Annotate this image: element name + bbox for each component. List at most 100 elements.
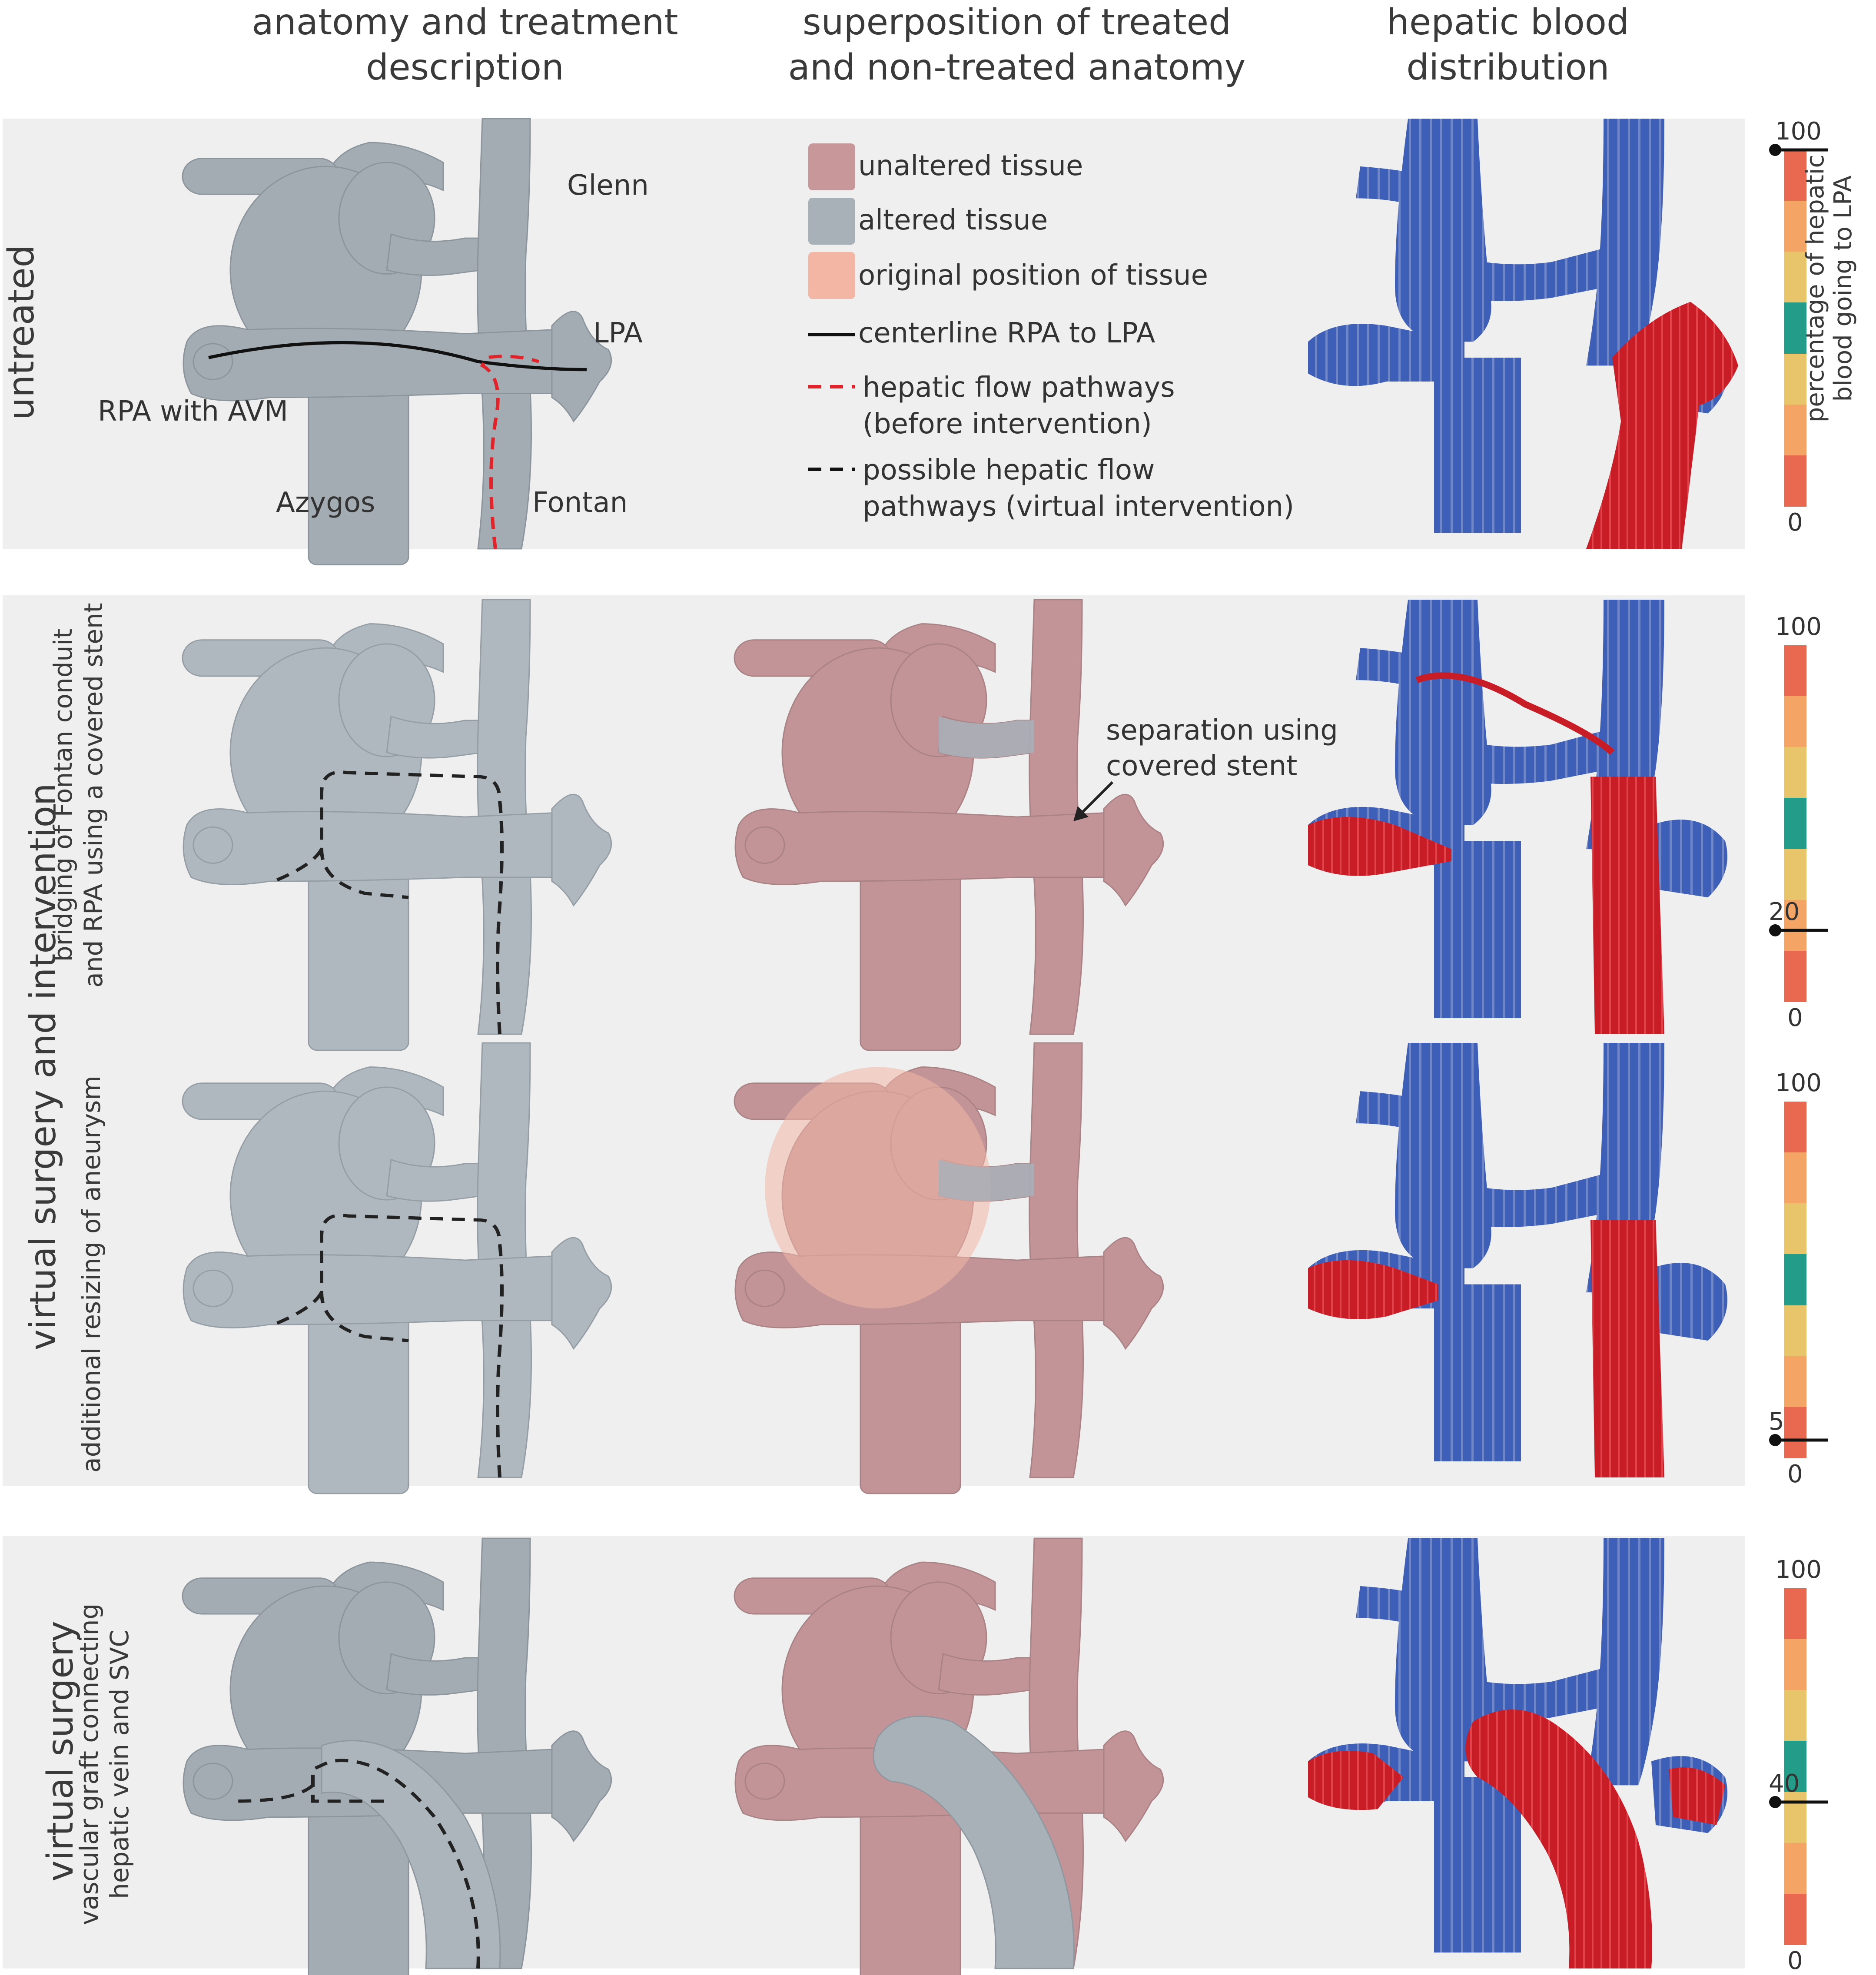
legend-swatch-original bbox=[808, 252, 855, 299]
scale-segment bbox=[1784, 696, 1806, 722]
column-header-anatomy: anatomy and treatment description bbox=[209, 0, 721, 90]
scale-segment bbox=[1784, 1178, 1806, 1204]
scale-segment bbox=[1784, 1280, 1806, 1306]
scale-segment bbox=[1784, 302, 1806, 329]
pathway-resizing bbox=[320, 1214, 504, 1478]
column-header-superposition: superposition of treated and non-treated… bbox=[760, 0, 1273, 90]
centerline-rpa-lpa bbox=[208, 341, 587, 372]
scale-segment bbox=[1784, 481, 1806, 507]
scale-marker bbox=[1769, 144, 1828, 156]
scale-marker-value: 5 bbox=[1769, 1407, 1784, 1436]
scale-segment bbox=[1784, 976, 1806, 1002]
legend-hepatic-before-line1: hepatic flow pathways bbox=[863, 372, 1175, 404]
scale-segment bbox=[1784, 1203, 1806, 1229]
annotation-stent: separation using covered stent bbox=[1106, 713, 1338, 784]
arrow-stent bbox=[1073, 781, 1114, 821]
scale-min: 0 bbox=[1787, 508, 1803, 537]
scale-min: 0 bbox=[1787, 1460, 1803, 1488]
scale-segment bbox=[1784, 1893, 1806, 1920]
column-header-distribution-line1: hepatic blood bbox=[1386, 2, 1630, 43]
scale-bar bbox=[1784, 150, 1806, 507]
altered-stent-bridging bbox=[939, 716, 1034, 758]
hepatic-pathway-before bbox=[480, 355, 540, 549]
scale-segment bbox=[1784, 328, 1806, 354]
scale-segment bbox=[1784, 430, 1806, 456]
flow-red-bridging bbox=[1590, 777, 1664, 1034]
scale-segment bbox=[1784, 1817, 1806, 1843]
row-label-bridging-line1: bridging of Fontan conduit bbox=[48, 628, 78, 962]
scale-segment bbox=[1784, 1639, 1806, 1665]
label-glenn: Glenn bbox=[567, 169, 649, 202]
annotation-stent-line2: covered stent bbox=[1106, 750, 1298, 782]
scale-segment bbox=[1784, 1254, 1806, 1280]
legend-hepatic-possible: possible hepatic flow pathways (virtual … bbox=[863, 452, 1294, 525]
original-aneurysm bbox=[765, 1067, 991, 1309]
scale-max: 100 bbox=[1775, 117, 1822, 146]
scale-segment bbox=[1784, 1741, 1806, 1767]
anatomy-graft bbox=[182, 1537, 612, 1975]
row-label-bridging-line2: and RPA using a covered stent bbox=[79, 603, 108, 988]
scale-segment bbox=[1784, 1690, 1806, 1716]
legend-swatch-unaltered bbox=[808, 143, 855, 190]
scale-segment bbox=[1784, 1868, 1806, 1894]
pathway-resizing-branch bbox=[273, 1291, 323, 1326]
scale-segment bbox=[1784, 1127, 1806, 1153]
anatomy-superposition-bridging bbox=[734, 599, 1164, 1051]
anatomy-resizing bbox=[182, 1042, 612, 1494]
scale-max: 100 bbox=[1775, 613, 1822, 641]
scale-segment bbox=[1784, 645, 1806, 671]
scale-segment bbox=[1784, 277, 1806, 303]
anatomy-superposition-graft bbox=[734, 1537, 1164, 1975]
legend-hepatic-before: hepatic flow pathways (before interventi… bbox=[863, 369, 1175, 442]
flow-red-untreated bbox=[1586, 302, 1738, 549]
scale-segment bbox=[1784, 874, 1806, 900]
flow-red-bridging-loop bbox=[1415, 672, 1615, 755]
label-fontan: Fontan bbox=[532, 487, 628, 519]
scale-label: percentage of hepatic blood going to LPA bbox=[1801, 110, 1857, 467]
flow-red-graft-right bbox=[1669, 1767, 1725, 1825]
scale-segment bbox=[1784, 849, 1806, 875]
scale-marker-value: 40 bbox=[1769, 1769, 1800, 1798]
flow-red-resizing bbox=[1590, 1220, 1664, 1477]
scale-min: 0 bbox=[1787, 1004, 1803, 1032]
column-header-superposition-line2: and non-treated anatomy bbox=[788, 47, 1246, 88]
pathway-bridging-branch bbox=[273, 848, 323, 883]
row-label-resizing: additional resizing of aneurysm bbox=[76, 1075, 106, 1473]
flow-red-resizing-left bbox=[1308, 1260, 1438, 1319]
scale-segment bbox=[1784, 1432, 1806, 1458]
pathway-graft bbox=[311, 1759, 480, 1969]
scale-segment bbox=[1784, 798, 1806, 824]
scale-marker bbox=[1769, 924, 1828, 936]
legend-hepatic-before-line2: (before intervention) bbox=[863, 408, 1152, 440]
scale-marker bbox=[1769, 1796, 1828, 1808]
column-header-distribution: hepatic blood distribution bbox=[1338, 0, 1677, 90]
legend-hepatic-possible-line1: possible hepatic flow bbox=[863, 454, 1155, 486]
altered-graft bbox=[873, 1716, 1075, 1969]
scale-segment bbox=[1784, 150, 1806, 176]
flow-resizing bbox=[1308, 1043, 1727, 1477]
altered-stent-resizing bbox=[939, 1159, 1034, 1202]
column-header-anatomy-line1: anatomy and treatment bbox=[252, 2, 678, 43]
scale-segment bbox=[1784, 1588, 1806, 1614]
scale-segment bbox=[1784, 353, 1806, 380]
scale-bar bbox=[1784, 645, 1806, 1002]
scale-label-line1: percentage of hepatic bbox=[1801, 154, 1830, 423]
scale-max: 100 bbox=[1775, 1556, 1822, 1584]
flow-red-bridging-left bbox=[1308, 817, 1451, 876]
scale-segment bbox=[1784, 404, 1806, 431]
scale-segment bbox=[1784, 1919, 1806, 1945]
row-label-graft: vascular graft connecting hepatic vein a… bbox=[74, 1599, 135, 1929]
scale-segment bbox=[1784, 1381, 1806, 1407]
scale-min: 0 bbox=[1787, 1947, 1803, 1975]
legend-line-hepatic-possible bbox=[808, 468, 855, 471]
pathway-graft-branch bbox=[234, 1784, 314, 1803]
scale-segment bbox=[1784, 201, 1806, 227]
scale-segment bbox=[1784, 379, 1806, 405]
anatomy-untreated bbox=[182, 118, 612, 566]
scale-segment bbox=[1784, 671, 1806, 697]
scale-segment bbox=[1784, 1228, 1806, 1255]
scale-segment bbox=[1784, 1356, 1806, 1382]
row-label-graft-line1: vascular graft connecting bbox=[74, 1603, 104, 1925]
scale-segment bbox=[1784, 1407, 1806, 1433]
flow-graft bbox=[1308, 1538, 1727, 1968]
